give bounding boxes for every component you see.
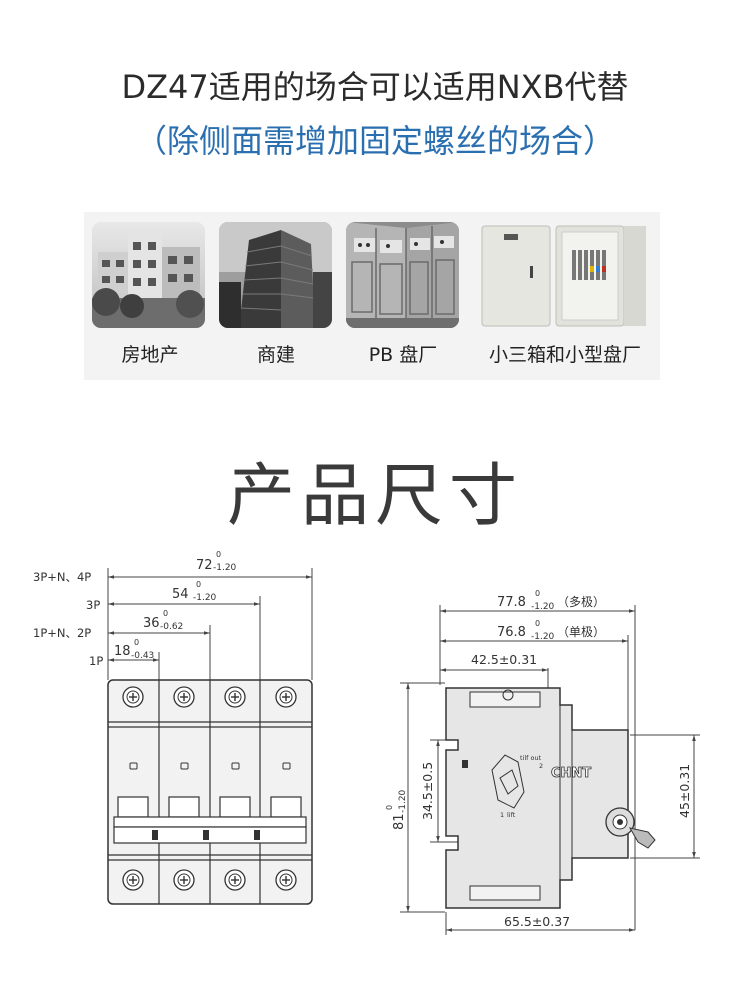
breaker-side-body: tilf out 2 1 lift CHNT [445, 687, 656, 909]
breaker-front-body [107, 679, 313, 905]
side-dim-height: 81 [392, 813, 407, 830]
side-marking-tilt: tilf out [520, 754, 542, 762]
side-dim-height-tol-low: -1.20 [398, 789, 408, 813]
dim-tol-low-3p: -1.20 [193, 593, 217, 603]
side-dim-depth-multi: 77.8 [497, 595, 526, 610]
brand-logo: CHNT [551, 766, 591, 781]
side-marking-lift: lift [507, 811, 516, 819]
side-dim-bottom-depth: 65.5±0.37 [504, 914, 570, 929]
application-label-residential: 房地产 [121, 344, 179, 366]
dim-tol-low-2p: -0.62 [160, 622, 183, 632]
dim-tol-low-4p: -1.20 [213, 563, 237, 573]
side-note-multi: （多极） [557, 595, 605, 609]
dim-value-2p: 36 [143, 616, 160, 631]
application-label-commercial: 商建 [256, 344, 295, 366]
side-marking-2: 2 [539, 762, 543, 770]
side-dim-depth-single: 76.8 [497, 625, 526, 640]
front-row-label-2p: 1P+N、2P [33, 626, 91, 640]
headline: DZ47适用的场合可以适用NXB代替 [121, 68, 629, 106]
applications-panel: 房地产 商建 [84, 212, 660, 380]
dim-value-3p: 54 [172, 587, 189, 602]
side-dim-front-height: 45±0.31 [677, 764, 692, 818]
application-label-switchgear: PB 盘厂 [368, 344, 438, 366]
dim-tol-up-1p: 0 [134, 638, 139, 647]
side-dim-depth-single-tol-up: 0 [535, 619, 540, 628]
distribution-box-photo [476, 222, 652, 328]
dim-tol-up-2p: 0 [163, 609, 168, 618]
dim-tol-up-3p: 0 [196, 580, 201, 589]
dim-tol-low-1p: -0.43 [131, 651, 154, 661]
side-dim-depth-multi-tol-low: -1.20 [531, 602, 555, 612]
dim-tol-up-4p: 0 [216, 550, 221, 559]
side-note-single: （单极） [557, 625, 605, 639]
side-dim-height-tol-up: 0 [385, 805, 394, 810]
front-view-drawing: 3P+N、4P 3P 1P+N、2P 1P 72 0 -1.20 54 0 -1… [33, 550, 313, 905]
front-row-label-4p: 3P+N、4P [33, 570, 91, 584]
side-view-drawing: 77.8 0 -1.20 （多极） 76.8 0 -1.20 （单极） 42.5… [385, 589, 700, 935]
dim-value-4p: 72 [196, 558, 213, 573]
residential-buildings-photo [92, 222, 205, 328]
side-dim-rail-offset: 42.5±0.31 [471, 652, 537, 667]
front-row-label-3p: 3P [86, 598, 100, 612]
front-row-label-1p: 1P [89, 654, 103, 668]
dim-value-1p: 18 [114, 644, 131, 659]
subheadline: （除侧面需增加固定螺丝的场合） [134, 122, 615, 160]
side-dim-depth-multi-tol-up: 0 [535, 589, 540, 598]
side-dim-depth-single-tol-low: -1.20 [531, 632, 555, 642]
application-label-distribution-box: 小三箱和小型盘厂 [488, 344, 641, 366]
side-dim-rail-height: 34.5±0.5 [420, 762, 435, 820]
commercial-tower-photo [219, 222, 332, 328]
section-title: 产品尺寸 [226, 457, 523, 536]
side-marking-1: 1 [500, 811, 504, 819]
switchgear-cabinets-photo [346, 222, 459, 328]
